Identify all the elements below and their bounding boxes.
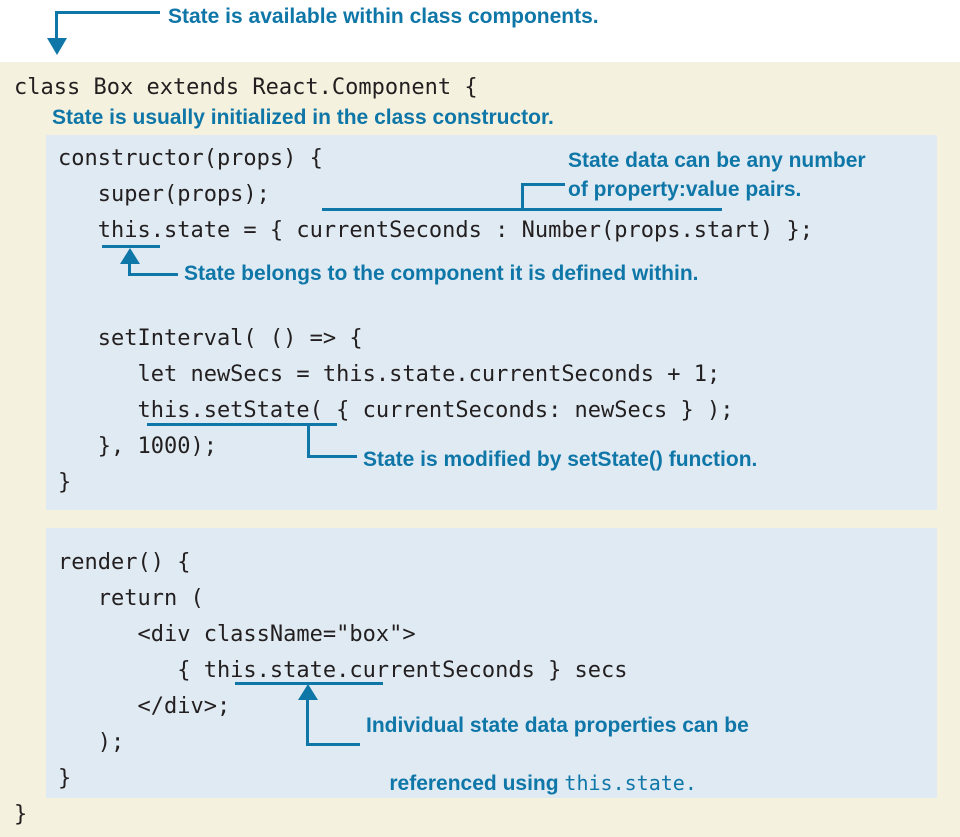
annotation-initialized-in-constructor: State is usually initialized in the clas… xyxy=(52,106,554,129)
code-line-constructor-1: super(props); xyxy=(58,182,270,207)
code-line-render-1: return ( xyxy=(58,586,204,611)
leader-line-belongs-horizontal xyxy=(128,273,178,276)
underline-this-keyword xyxy=(102,245,160,248)
code-block-render xyxy=(46,528,937,798)
annotation-modified-by-setstate: State is modified by setState() function… xyxy=(363,448,758,471)
code-line-class-close: } xyxy=(14,802,28,827)
code-line-constructor-4: setInterval( () => { xyxy=(58,326,363,351)
annotation-referenced-using-prefix: referenced using xyxy=(389,772,565,795)
code-line-constructor-6: this.setState( { currentSeconds: newSecs… xyxy=(58,398,734,423)
leader-line-pairs-vertical xyxy=(521,183,524,210)
underline-state-object xyxy=(322,208,722,211)
code-line-render-0: render() { xyxy=(58,550,191,575)
code-line-constructor-0: constructor(props) { xyxy=(58,146,323,171)
annotation-property-value-pairs-line2: of property:value pairs. xyxy=(568,178,802,201)
underline-this-state-reference xyxy=(235,682,383,685)
arrow-head-up-this-state-reference xyxy=(298,684,318,700)
leader-line-belongs-vertical xyxy=(128,258,131,276)
arrow-head-up-this-keyword xyxy=(120,248,140,264)
leader-line-top-vertical xyxy=(55,11,58,41)
leader-line-top-horizontal xyxy=(55,11,160,14)
annotation-available-in-class-components: State is available within class componen… xyxy=(168,5,599,28)
leader-line-pairs-top xyxy=(521,183,565,186)
leader-line-reference-horizontal xyxy=(306,743,360,746)
annotation-referenced-using-line2: referenced using this.state. xyxy=(366,740,697,827)
code-line-render-5: ); xyxy=(58,730,125,755)
code-line-class-open: class Box extends React.Component { xyxy=(14,75,478,100)
code-block-constructor xyxy=(46,135,937,510)
annotation-belongs-to-component: State belongs to the component it is def… xyxy=(184,262,699,285)
code-line-render-2: <div className="box"> xyxy=(58,622,416,647)
leader-line-setstate-horizontal xyxy=(307,455,357,458)
annotation-referenced-using-code: this.state. xyxy=(564,771,697,795)
code-line-constructor-8: } xyxy=(58,470,72,495)
code-line-render-3: { this.state.currentSeconds } secs xyxy=(58,658,628,683)
arrow-head-down-top xyxy=(47,38,67,55)
code-line-constructor-5: let newSecs = this.state.currentSeconds … xyxy=(58,362,721,387)
leader-line-reference-vertical xyxy=(306,694,309,746)
underline-setstate-call xyxy=(147,423,337,426)
annotation-referenced-using-line1: Individual state data properties can be xyxy=(366,714,749,737)
code-line-constructor-2: this.state = { currentSeconds : Number(p… xyxy=(58,218,813,243)
code-line-constructor-7: }, 1000); xyxy=(58,434,217,459)
code-line-render-4: </div>; xyxy=(58,694,231,719)
code-line-render-6: } xyxy=(58,766,72,791)
leader-line-setstate-vertical xyxy=(307,423,310,458)
annotation-property-value-pairs-line1: State data can be any number xyxy=(568,149,866,172)
